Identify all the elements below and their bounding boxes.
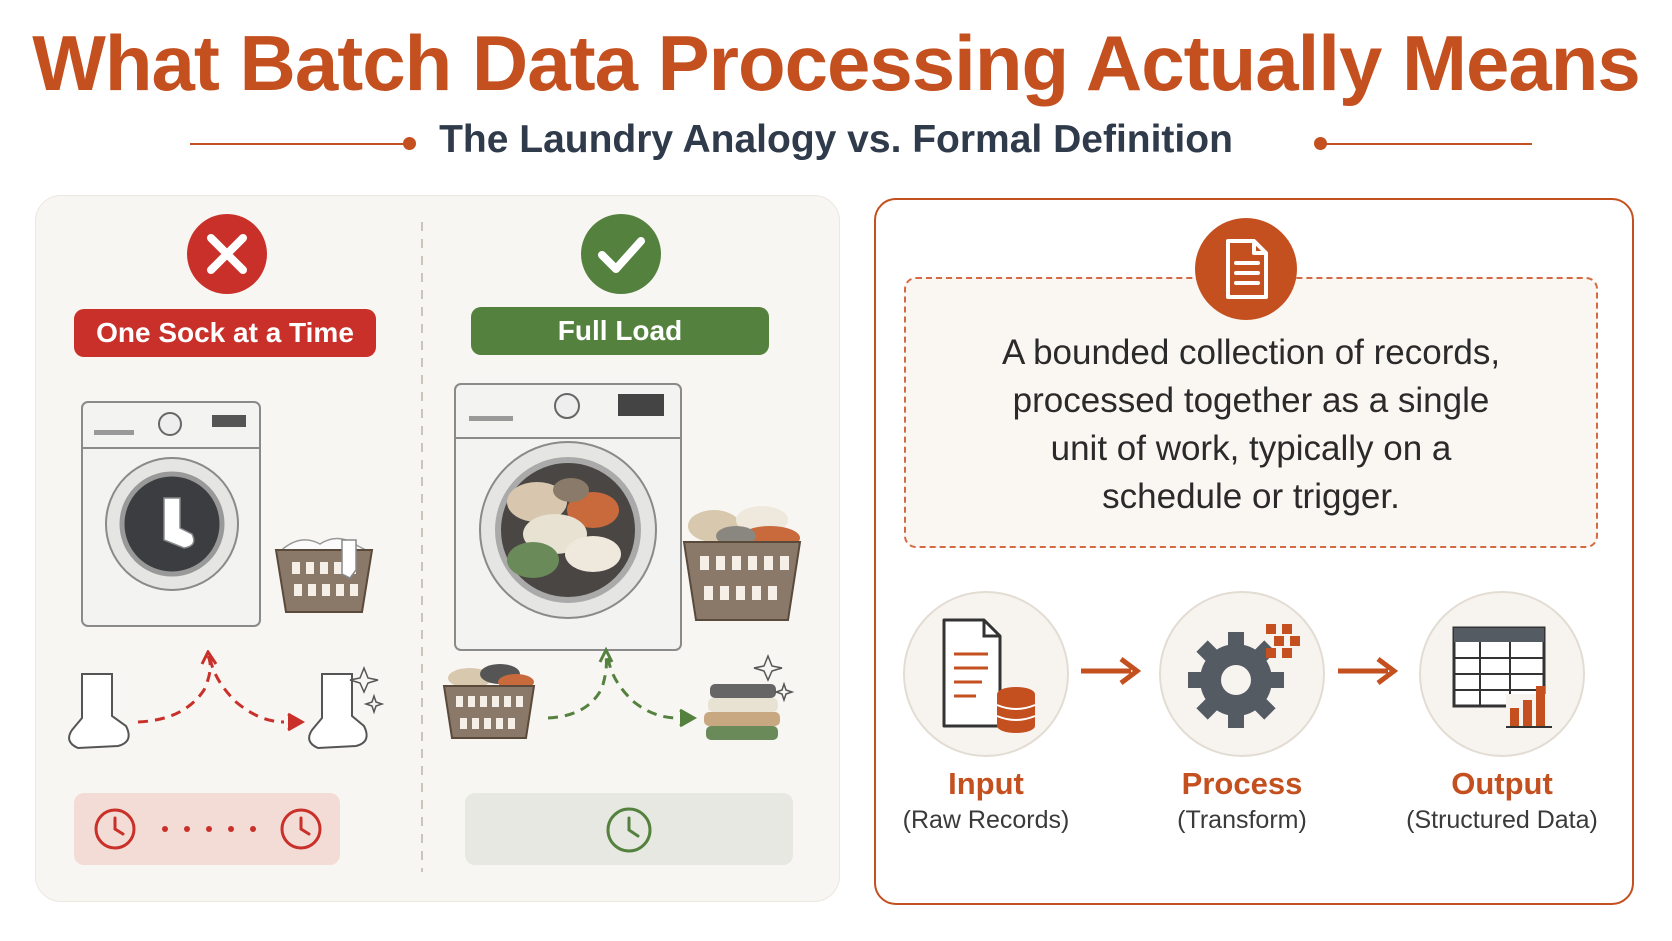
definition-line: A bounded collection of records, <box>1001 333 1501 372</box>
subtitle-dot-left <box>403 137 416 150</box>
load-flow-diagram <box>442 646 795 740</box>
page-title: What Batch Data Processing Actually Mean… <box>32 19 1641 107</box>
full-load-label: Full Load <box>471 307 769 355</box>
arrow-right-icon <box>1338 657 1399 685</box>
subtitle-row: The Laundry Analogy vs. Formal Definitio… <box>0 118 1672 168</box>
step-sub-output: (Structured Data) <box>1406 806 1598 834</box>
repeated-clocks-icon <box>94 808 322 850</box>
washing-machine-single-sock-icon <box>81 401 261 627</box>
panel-divider <box>421 222 423 872</box>
definition-line: schedule or trigger. <box>1102 477 1400 516</box>
subtitle-line-left <box>190 143 412 145</box>
small-basket-icon <box>274 537 374 613</box>
gear-icon <box>1159 591 1325 757</box>
page-subtitle: The Laundry Analogy vs. Formal Definitio… <box>439 118 1233 161</box>
table-chart-icon <box>1419 591 1585 757</box>
washing-machine-full-load-icon <box>454 383 682 651</box>
x-mark-icon <box>187 214 267 294</box>
definition-line: processed together as a single <box>1012 381 1490 420</box>
step-sub-input: (Raw Records) <box>902 806 1070 834</box>
check-mark-icon <box>581 214 661 294</box>
document-icon <box>1195 218 1297 320</box>
single-clock-icon <box>606 807 652 853</box>
arrow-right-icon <box>1081 657 1142 685</box>
sock-flow-diagram <box>68 650 385 750</box>
one-sock-label: One Sock at a Time <box>74 309 376 357</box>
definition-box: A bounded collection of records, process… <box>904 277 1598 548</box>
subtitle-dot-right <box>1314 137 1327 150</box>
step-sub-process: (Transform) <box>1177 806 1307 834</box>
step-label-input: Input <box>948 766 1024 801</box>
full-basket-icon <box>682 506 802 621</box>
step-label-process: Process <box>1181 766 1303 801</box>
definition-text: A bounded collection of records, process… <box>946 329 1556 521</box>
subtitle-line-right <box>1322 143 1532 145</box>
definition-line: unit of work, typically on a <box>1050 429 1452 468</box>
step-label-output: Output <box>1451 766 1553 801</box>
document-database-icon <box>903 591 1069 757</box>
